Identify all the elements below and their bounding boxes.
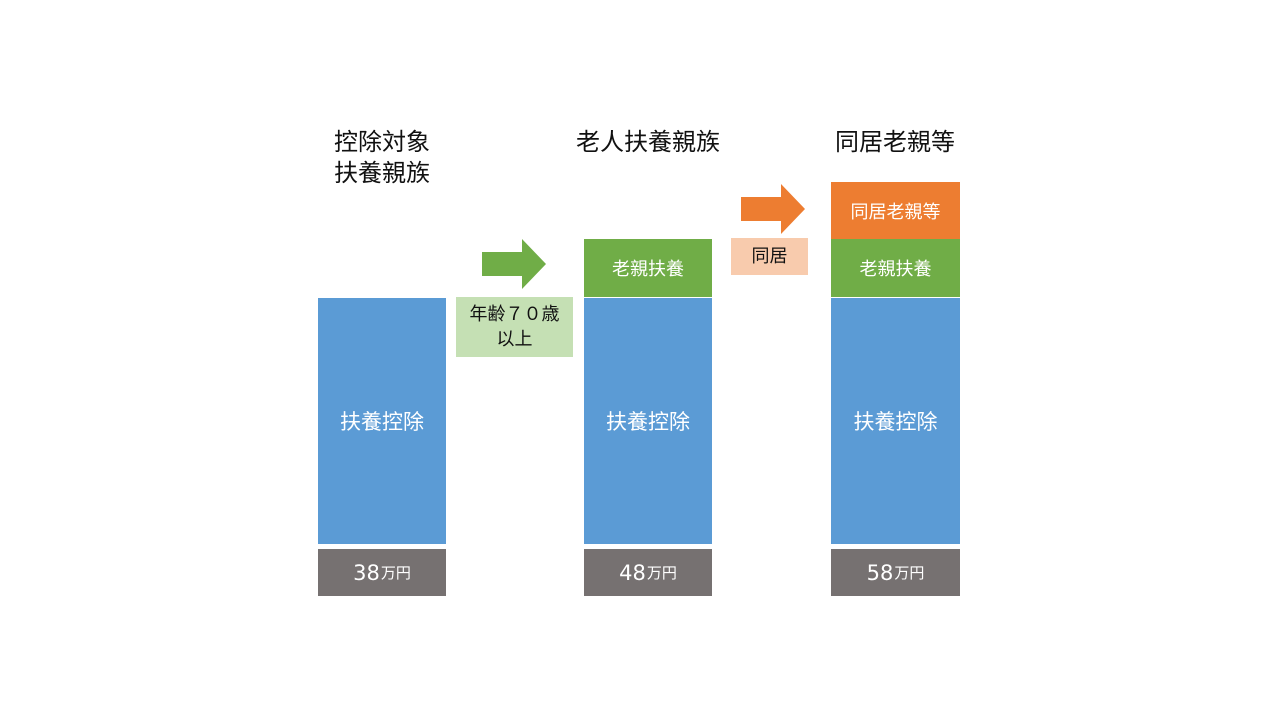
column-1-heading-line1: 控除対象	[334, 128, 430, 156]
column-1-amount-unit: 万円	[380, 564, 411, 582]
cohabit-condition-label: 同居	[751, 246, 788, 267]
age-condition-line1: 年齢７０歳	[469, 304, 560, 325]
column-3-base-deduction-block: 扶養控除	[831, 298, 960, 544]
column-3-amount-number: 58	[866, 560, 894, 585]
column-3-elderly-label: 老親扶養	[859, 259, 932, 280]
right-arrow-icon	[482, 239, 546, 289]
column-1-heading-line2: 扶養親族	[334, 159, 430, 187]
right-arrow-icon	[741, 184, 805, 234]
column-2-elderly-label: 老親扶養	[612, 259, 684, 280]
column-1-base-deduction-label: 扶養控除	[340, 410, 424, 434]
column-1-amount-number: 38	[353, 560, 380, 585]
column-1-base-deduction-block: 扶養控除	[318, 298, 446, 544]
column-3-amount-unit: 万円	[894, 564, 925, 582]
column-2-amount-number: 48	[619, 560, 646, 585]
cohabit-condition-box: 同居	[731, 238, 808, 275]
column-3-cohabit-block: 同居老親等	[831, 182, 960, 239]
column-3-elderly-block: 老親扶養	[831, 239, 960, 297]
column-2-amount-unit: 万円	[646, 564, 677, 582]
column-2-base-deduction-block: 扶養控除	[584, 298, 712, 544]
column-3-base-deduction-label: 扶養控除	[853, 410, 938, 434]
column-2-heading: 老人扶養親族	[576, 128, 720, 156]
column-2-elderly-block: 老親扶養	[584, 239, 712, 297]
age-condition-box: 年齢７０歳 以上	[456, 297, 573, 357]
column-3-cohabit-label: 同居老親等	[850, 201, 941, 223]
column-2-base-deduction-label: 扶養控除	[606, 410, 690, 434]
column-3-heading: 同居老親等	[835, 128, 955, 156]
age-condition-line2: 以上	[496, 329, 533, 350]
column-1-heading: 控除対象 扶養親族	[318, 127, 446, 189]
